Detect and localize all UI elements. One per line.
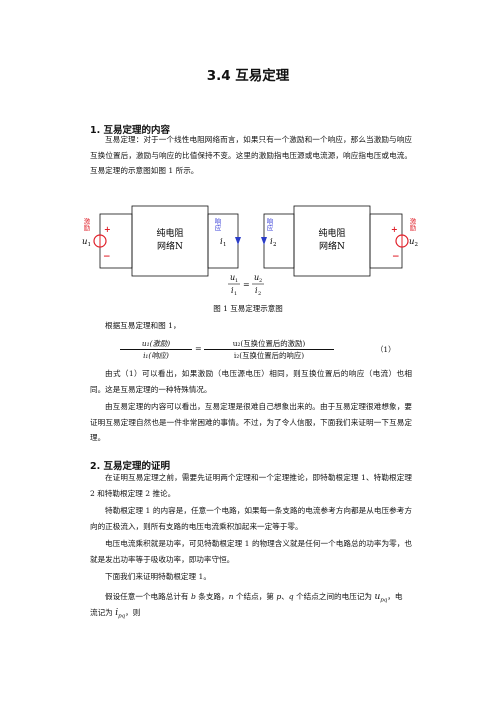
- section2-paragraph-2: 特勒根定理 1 的内容是，任意一个电路，如果每一条支路的电流参考方向都是从电压参…: [90, 506, 412, 531]
- right-response-sub: 2: [273, 242, 277, 248]
- right-box-line1: 纯电阻: [318, 227, 345, 239]
- eq-den2: i: [255, 286, 258, 295]
- left-minus: −: [103, 252, 111, 262]
- section2-paragraph-1: 在证明互易定理之前，需要先证明两个定理和一个定理推论，即特勒根定理 1、特勒根定…: [90, 473, 412, 498]
- formula-1: u₁(激励) i₁(响应) = u₂(互换位置后的激励) i₂(互换位置后的响应…: [120, 338, 412, 366]
- right-box-line2: 网络N: [319, 240, 345, 252]
- figure-caption: 图 1 互易定理示意图: [213, 304, 283, 313]
- section1-paragraph-3: 由式（1）可以看出，如果激励（电压源电压）相同，则互换位置后的响应（电流）也相同…: [90, 369, 412, 394]
- eq-num1-sub: 1: [235, 278, 238, 284]
- eq-den1-sub: 1: [234, 291, 237, 297]
- left-current-arrow-icon: [235, 237, 241, 245]
- eq-num2: u: [254, 273, 259, 282]
- section2-heading: 2. 互易定理的证明: [90, 461, 171, 472]
- left-response-var: i: [220, 237, 223, 247]
- left-response-sub: 1: [223, 242, 227, 248]
- section2-paragraph-5: 假设任意一个电路总计有 b 条支路，n 个结点，第 p、q 个结点之间的电压记为…: [105, 592, 403, 604]
- section1-paragraph-2-lead: 根据互易定理和图 1，: [105, 321, 181, 330]
- right-current-arrow-icon: [261, 237, 267, 245]
- left-source-label: 激励: [82, 217, 90, 233]
- right-response-var: i: [270, 237, 273, 247]
- section2-paragraph-4: 下面我们来证明特勒根定理 1。: [105, 572, 211, 581]
- formula1-lhs-numerator: u₁(激励): [141, 339, 171, 348]
- right-plus: +: [391, 224, 398, 234]
- right-source-var: u: [409, 237, 414, 247]
- formula1-number: （1）: [376, 345, 396, 354]
- eq-equals: =: [243, 280, 250, 289]
- formula1-lhs-denominator: i₁(响应): [143, 351, 169, 360]
- section1-paragraph-1: 互易定理：对于一个线性电阻网络而言，如果只有一个激励和一个响应，那么当激励与响应…: [90, 135, 412, 175]
- right-minus: −: [392, 252, 400, 262]
- formula1-rhs-numerator: u₂(互换位置后的激励): [232, 339, 306, 348]
- left-source-var: u: [82, 237, 87, 247]
- eq-num2-sub: 2: [259, 278, 262, 284]
- section2-paragraph-6: 流记为 ipq，则: [90, 608, 141, 620]
- formula1-rhs-denominator: i₂(互换位置后的响应): [233, 351, 305, 360]
- left-plus: +: [104, 224, 111, 234]
- right-response-label: 响应: [265, 217, 273, 233]
- right-source-sub: 2: [415, 242, 419, 248]
- eq-den2-sub: 2: [258, 291, 261, 297]
- section2-paragraph-3: 电压电流乘积就是功率，可见特勒根定理 1 的物理含义就是任何一个电路总的功率为零…: [90, 539, 412, 564]
- left-source-sub: 1: [88, 242, 92, 248]
- formula1-equals: =: [195, 343, 202, 353]
- right-network-box: [293, 205, 371, 277]
- right-source-label: 激励: [408, 217, 416, 233]
- left-box-line2: 网络N: [157, 240, 183, 252]
- section1-paragraph-4: 由互易定理的内容可以看出，互易定理是很难自己想象出来的。由于互易定理很难想象，要…: [90, 402, 412, 442]
- left-response-label: 响应: [213, 217, 221, 233]
- eq-den1: i: [231, 286, 234, 295]
- figure-reciprocity-diagram: 纯电阻 网络N 纯电阻 网络N 激励 + − u 1 响应 i 1 响应 i 2…: [82, 205, 419, 297]
- section1-heading: 1. 互易定理的内容: [90, 125, 171, 136]
- left-network-box: [131, 205, 209, 277]
- left-box-line1: 纯电阻: [156, 227, 183, 239]
- eq-num1: u: [230, 273, 235, 282]
- page-title: 3.4 互易定理: [206, 68, 290, 84]
